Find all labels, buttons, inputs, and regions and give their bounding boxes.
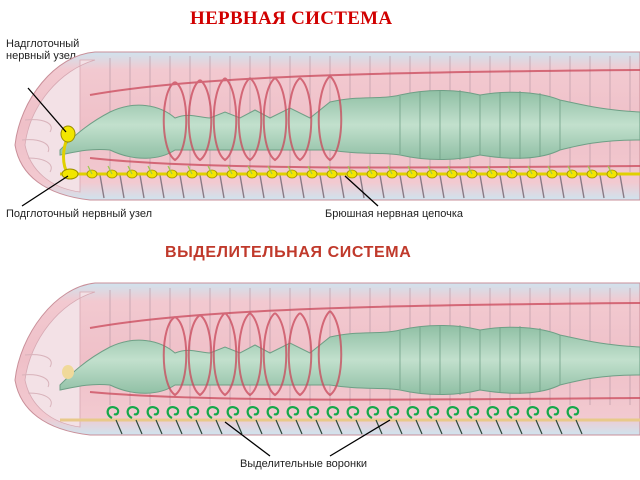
subesophageal-ganglion: [61, 168, 79, 180]
subesophageal-ganglion-label: Подглоточный нервный узел: [6, 208, 153, 220]
bottom-leader-lines: [224, 419, 391, 457]
worm-top-blood-vessels: [89, 69, 640, 169]
excretory-funnels-label: Выделительные воронки: [240, 458, 368, 470]
supraesophageal-ganglion-label: Надглоточный нервный узел: [6, 38, 80, 62]
worm-bottom-blood-vessels: [89, 302, 640, 401]
worm-bottom-gut: [59, 325, 640, 395]
worm-bottom-gut-folds: [399, 325, 561, 395]
excretory-system-title: ВЫДЕЛИТЕЛЬНАЯ СИСТЕМА: [165, 244, 412, 261]
nervous-system-title: НЕРВНАЯ СИСТЕМА: [190, 8, 393, 29]
worm-top-gut: [59, 90, 640, 160]
nerve-chain: [60, 125, 640, 180]
worm-top-gut-folds: [399, 90, 561, 160]
excretory-funnels: [106, 406, 580, 419]
worm-bottom-ganglion-head: [62, 365, 74, 379]
worm-bottom-head: [24, 291, 96, 428]
nerve-branches: [87, 165, 613, 175]
top-leader-lines: [21, 87, 379, 207]
ventral-nerve-chain-label: Брюшная нервная цепочка: [325, 208, 464, 220]
worm-top-septa-lower: [99, 174, 625, 199]
worm-bottom: [14, 282, 640, 457]
worm-top: [14, 51, 640, 207]
